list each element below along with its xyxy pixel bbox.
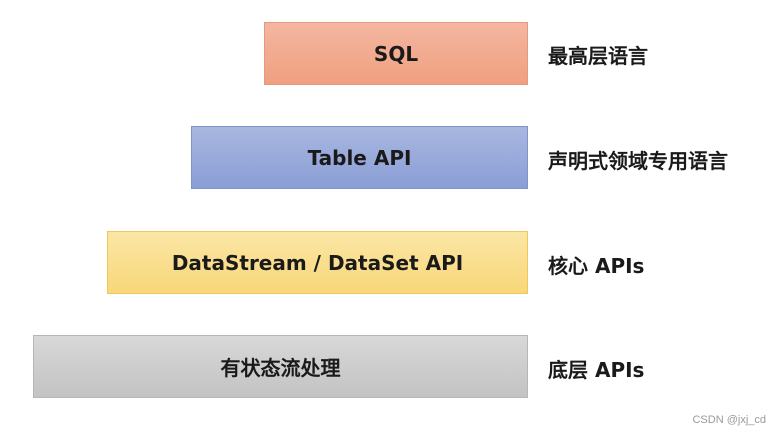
layer-datastream-api-label: DataStream / DataSet API bbox=[171, 250, 464, 275]
layer-datastream-api-description: 核心 APIs bbox=[548, 254, 645, 278]
watermark: CSDN @jxj_cd bbox=[692, 414, 766, 426]
layer-stateful-processing-label: 有状态流处理 bbox=[220, 356, 341, 380]
layer-table-api-label: Table API bbox=[307, 145, 412, 170]
layer-sql-description: 最高层语言 bbox=[548, 44, 648, 68]
layer-table-api-box: Table API bbox=[191, 126, 528, 189]
layer-datastream-api-box: DataStream / DataSet API bbox=[107, 231, 528, 294]
layer-sql-label: SQL bbox=[373, 41, 419, 66]
layer-table-api-description: 声明式领域专用语言 bbox=[548, 149, 728, 173]
layer-stateful-processing-box: 有状态流处理 bbox=[33, 335, 528, 398]
layer-stateful-processing-description: 底层 APIs bbox=[548, 358, 645, 382]
layer-sql-box: SQL bbox=[264, 22, 528, 85]
